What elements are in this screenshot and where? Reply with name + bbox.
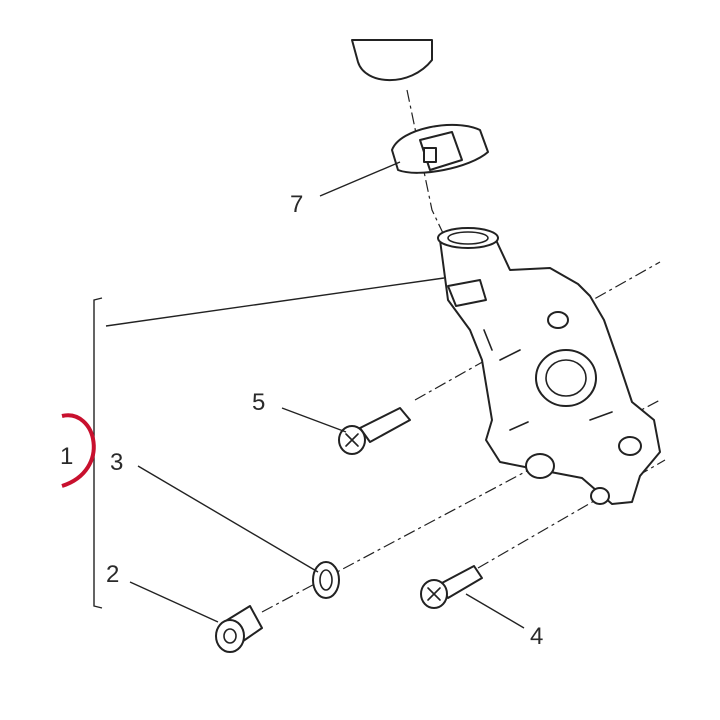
leader-4: [465, 593, 525, 629]
plug-head: [215, 619, 245, 653]
washer-inner: [319, 569, 333, 591]
callout-2: 2: [106, 561, 119, 588]
hose-part: [351, 39, 433, 81]
callout-1: 1: [60, 443, 73, 470]
leader-3: [137, 465, 319, 573]
housing-pipe-collar: [447, 279, 487, 307]
thermostat-housing-part: [437, 227, 661, 505]
leader-5: [281, 407, 347, 433]
housing-port: [535, 349, 597, 407]
housing-drain-port: [525, 453, 555, 479]
screw-upper-shank: [359, 407, 411, 443]
housing-outlet-bore: [447, 231, 489, 245]
drain-plug-part: [215, 605, 263, 653]
housing-ribs: [483, 329, 613, 431]
leader-7: [319, 161, 401, 197]
leader-1: [105, 277, 445, 327]
housing-mount-hole-upper: [547, 311, 569, 329]
callout-labels: 1 2 3 4 5 7: [60, 191, 543, 650]
highlight-arc: [61, 413, 96, 488]
housing-mount-hole-right: [618, 436, 642, 456]
screw-upper-part: [338, 407, 411, 455]
axis-hose: [406, 89, 471, 291]
screw-lower-part: [420, 565, 483, 609]
callout-7: 7: [290, 191, 303, 218]
hose-end: [351, 39, 433, 81]
screw-upper-drive: [345, 433, 359, 447]
washer-outer: [312, 561, 340, 599]
plug-hex-socket: [223, 628, 237, 644]
leader-2: [129, 581, 219, 623]
washer-part: [312, 561, 340, 599]
screw-lower-drive: [427, 587, 441, 601]
clamp-screw-head: [423, 147, 437, 163]
callout-3: 3: [110, 449, 123, 476]
housing-mount-hole-lower: [590, 487, 610, 505]
housing-port-bore: [545, 359, 587, 397]
leader-lines: [105, 161, 525, 629]
housing-outlet-pipe: [437, 227, 499, 249]
callout-4: 4: [530, 623, 543, 650]
hose-clamp-part: [391, 123, 489, 174]
callout-5: 5: [252, 389, 265, 416]
